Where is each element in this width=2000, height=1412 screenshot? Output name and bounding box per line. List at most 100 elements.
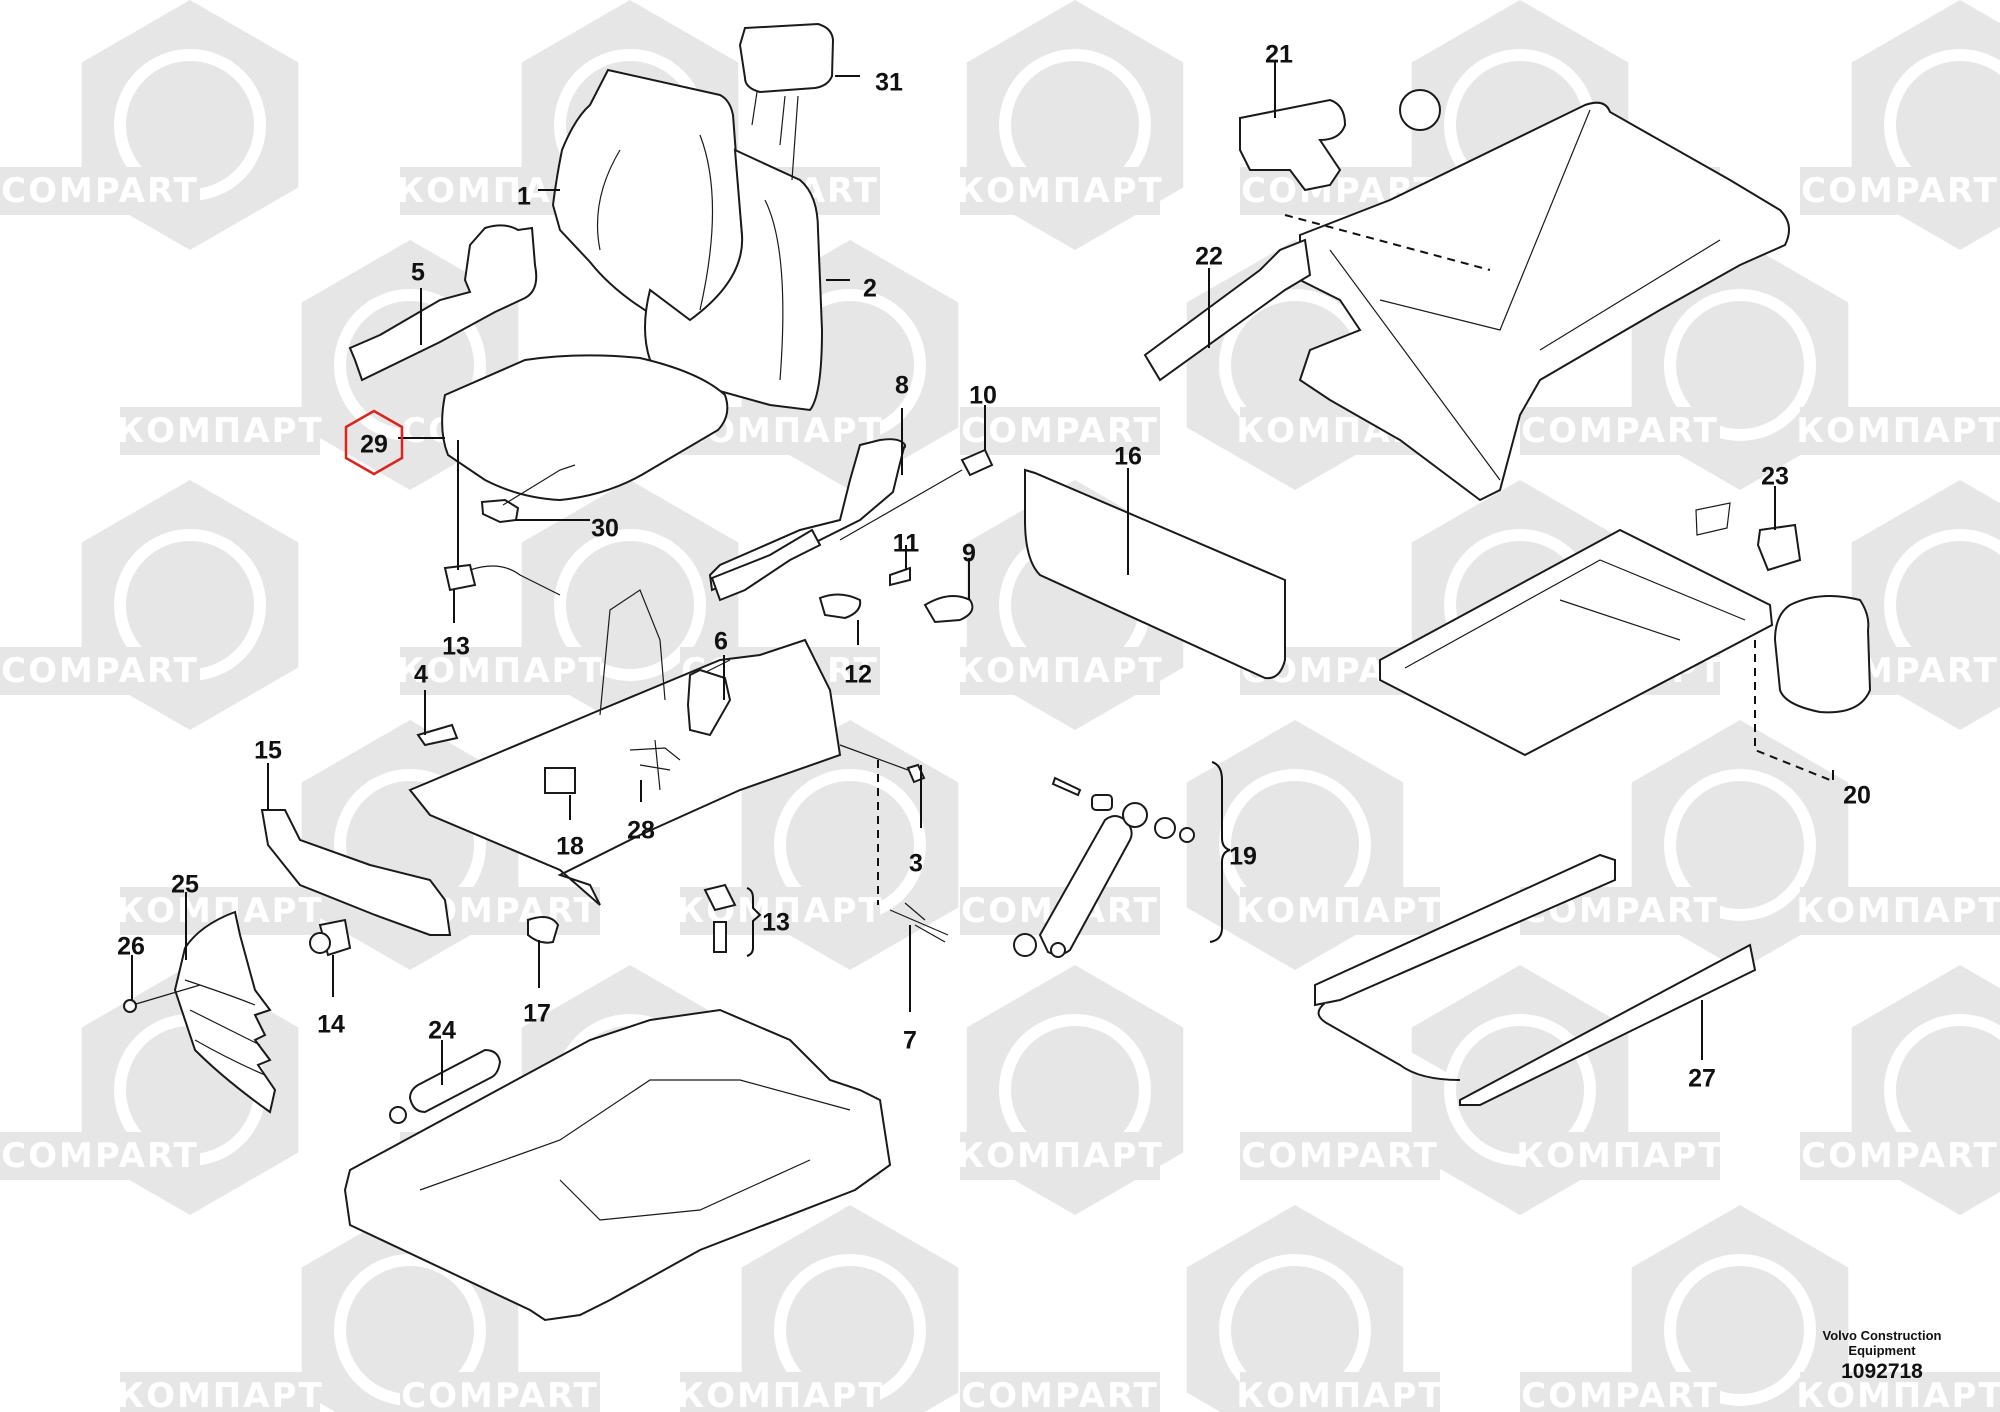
document-number: 1092718 bbox=[1841, 1360, 1923, 1383]
callout-28[interactable]: 28 bbox=[627, 817, 655, 845]
callout-5[interactable]: 5 bbox=[411, 259, 425, 287]
watermark-text: КОМПАРТ bbox=[116, 1376, 323, 1412]
callout-1[interactable]: 1 bbox=[517, 183, 531, 211]
part-bracket-4 bbox=[416, 723, 459, 747]
callout-7[interactable]: 7 bbox=[903, 1027, 917, 1055]
watermark-banner: COMPART bbox=[400, 1372, 600, 1412]
part-valve bbox=[1756, 523, 1802, 572]
watermark-text: КОМПАРТ bbox=[956, 651, 1163, 691]
callout-25[interactable]: 25 bbox=[171, 871, 199, 899]
callout-18[interactable]: 18 bbox=[556, 833, 584, 861]
callout-30[interactable]: 30 bbox=[591, 515, 619, 543]
callout-14[interactable]: 14 bbox=[317, 1011, 345, 1039]
part-handle bbox=[480, 498, 520, 524]
callout-15[interactable]: 15 bbox=[254, 737, 282, 765]
watermark-banner: COMPART bbox=[1520, 1372, 1720, 1412]
callout-19[interactable]: 19 bbox=[1229, 843, 1257, 871]
part-seat-switch bbox=[443, 563, 477, 592]
watermark-banner: КОМПАРТ bbox=[116, 407, 322, 455]
watermark-hexagon bbox=[1631, 1205, 1849, 1412]
part-suspension-scissor bbox=[1298, 101, 1790, 502]
part-armrest-switch bbox=[960, 448, 994, 477]
callout-6[interactable]: 6 bbox=[714, 628, 728, 656]
callout-13a[interactable]: 13 bbox=[442, 633, 470, 661]
part-small-cover bbox=[889, 566, 911, 587]
callout-23[interactable]: 23 bbox=[1761, 463, 1789, 491]
callout-17[interactable]: 17 bbox=[523, 1000, 551, 1028]
company-name: Volvo Construction Equipment bbox=[1822, 1328, 1942, 1358]
part-harness bbox=[629, 739, 681, 791]
watermark-banner: COMPART bbox=[1240, 1132, 1440, 1180]
watermark-text: КОМПАРТ bbox=[1516, 1136, 1723, 1176]
watermark-banner: КОМПАРТ bbox=[1796, 407, 2000, 455]
callout-29[interactable]: 29 bbox=[360, 431, 388, 459]
watermark-banner: КОМПАРТ bbox=[1796, 1372, 2000, 1412]
part-base-frame bbox=[1379, 528, 1774, 757]
watermark-text: COMPART bbox=[1, 171, 199, 211]
callout-24[interactable]: 24 bbox=[428, 1017, 456, 1045]
watermark-banner: COMPART bbox=[0, 647, 200, 695]
callout-10[interactable]: 10 bbox=[969, 382, 997, 410]
watermark-text: COMPART bbox=[1, 1136, 199, 1176]
callout-27[interactable]: 27 bbox=[1688, 1065, 1716, 1093]
watermark-banner: КОМПАРТ bbox=[956, 1132, 1163, 1180]
watermark-banner: КОМПАРТ bbox=[1796, 887, 2000, 935]
callout-12[interactable]: 12 bbox=[844, 661, 872, 689]
part-armrest-base bbox=[710, 528, 822, 602]
watermark-banner: КОМПАРТ bbox=[956, 647, 1163, 695]
part-control-unit bbox=[544, 767, 576, 794]
part-headrest bbox=[738, 22, 835, 94]
watermark-text: КОМПАРТ bbox=[1796, 891, 2000, 931]
callout-3[interactable]: 3 bbox=[909, 850, 923, 878]
watermark-text: КОМПАРТ bbox=[1236, 1376, 1443, 1412]
watermark-text: COMPART bbox=[1801, 1136, 1999, 1176]
watermark-text: КОМПАРТ bbox=[1236, 891, 1443, 931]
part-screw bbox=[123, 999, 137, 1013]
part-seat-frame bbox=[408, 638, 842, 906]
watermark-text: COMPART bbox=[961, 1376, 1159, 1412]
callout-21[interactable]: 21 bbox=[1265, 41, 1293, 69]
watermark-text: COMPART bbox=[961, 411, 1159, 451]
part-side-trim bbox=[348, 224, 538, 382]
parts-layer bbox=[123, 22, 1872, 1322]
callout-13b[interactable]: 13 bbox=[762, 909, 790, 937]
part-slide-rail-left bbox=[1314, 853, 1616, 1007]
part-side-bracket bbox=[686, 668, 732, 737]
part-control-knob-12 bbox=[818, 593, 862, 620]
callout-11[interactable]: 11 bbox=[893, 530, 920, 558]
watermark-text: КОМПАРТ bbox=[1796, 1376, 2000, 1412]
callout-31[interactable]: 31 bbox=[875, 69, 903, 97]
callout-16[interactable]: 16 bbox=[1114, 443, 1142, 471]
watermark-text: КОМПАРТ bbox=[956, 1136, 1163, 1176]
part-slide-rail-right bbox=[1459, 943, 1757, 1106]
callout-22[interactable]: 22 bbox=[1195, 243, 1223, 271]
callout-2[interactable]: 2 bbox=[863, 275, 877, 303]
callout-8[interactable]: 8 bbox=[895, 372, 909, 400]
part-clip-13 bbox=[703, 883, 737, 912]
callout-4[interactable]: 4 bbox=[414, 661, 428, 689]
callout-26[interactable]: 26 bbox=[117, 933, 145, 961]
watermark-text: КОМПАРТ bbox=[956, 171, 1163, 211]
part-compressor-motor bbox=[1239, 98, 1347, 192]
catalog-footer: Volvo Construction Equipment 1092718 bbox=[1812, 1328, 1952, 1384]
watermark-banner: COMPART bbox=[960, 407, 1160, 455]
part-actuator-rod bbox=[1143, 238, 1312, 382]
watermark-text: КОМПАРТ bbox=[396, 651, 603, 691]
part-seat-cushion bbox=[441, 354, 729, 502]
part-knob-17 bbox=[527, 915, 560, 944]
watermark-text: КОМПАРТ bbox=[1796, 411, 2000, 451]
part-spring-clip bbox=[889, 902, 949, 943]
watermark-text: COMPART bbox=[1521, 411, 1719, 451]
watermark-banner: КОМПАРТ bbox=[676, 1372, 882, 1412]
watermark-banner: КОМПАРТ bbox=[116, 1372, 323, 1412]
watermark-text: COMPART bbox=[1241, 1136, 1439, 1176]
watermark-banner: КОМПАРТ bbox=[1516, 1132, 1723, 1180]
callout-9[interactable]: 9 bbox=[962, 540, 976, 568]
part-backrest-cushion bbox=[551, 68, 744, 332]
watermark-text: COMPART bbox=[401, 1376, 599, 1412]
watermark-banner: КОМПАРТ bbox=[1236, 887, 1443, 935]
callout-20[interactable]: 20 bbox=[1843, 782, 1871, 810]
watermark-banner: КОМПАРТ bbox=[396, 647, 603, 695]
watermark-banner: КОМПАРТ bbox=[1236, 1372, 1443, 1412]
watermark-banner: COMPART bbox=[960, 1372, 1160, 1412]
